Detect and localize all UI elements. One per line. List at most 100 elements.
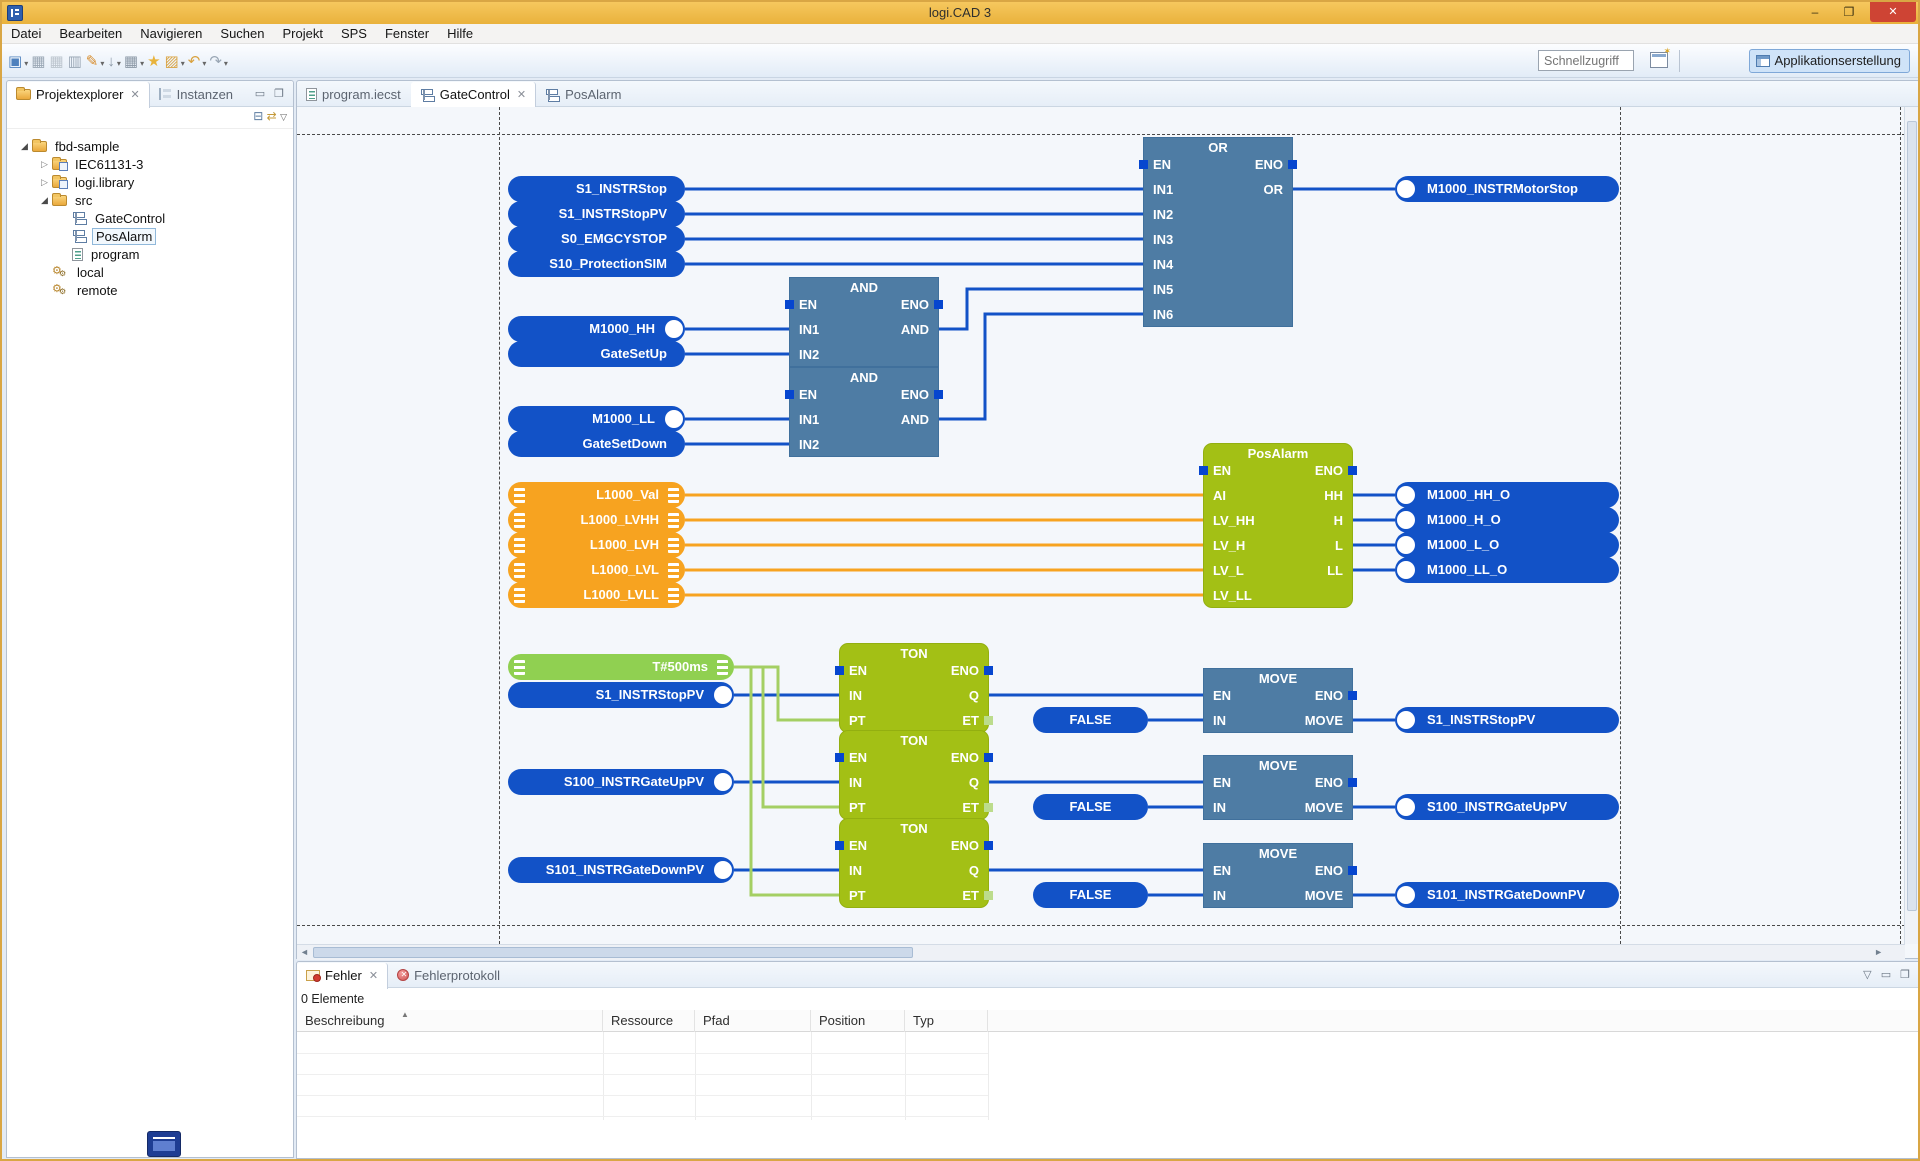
download-icon[interactable]: ↓ (107, 52, 115, 70)
expand-arrow-icon[interactable]: ▷ (41, 176, 48, 187)
scroll-right-icon[interactable]: ► (1874, 947, 1883, 957)
vertical-scrollbar[interactable] (1904, 107, 1918, 944)
editor-tab-gatecontrol[interactable]: GateControl✕ (410, 81, 537, 108)
fbd-variable-pill-l1000-lvll[interactable]: L1000_LVLL (508, 582, 685, 608)
vertical-scroll-thumb[interactable] (1907, 121, 1917, 911)
fbd-variable-pill-false[interactable]: FALSE (1033, 882, 1148, 908)
edit-icon-dropdown[interactable]: ▾ (100, 58, 105, 68)
expand-arrow-icon[interactable]: ◢ (41, 194, 48, 205)
forward-icon[interactable]: ↷ (209, 52, 222, 70)
back-icon-dropdown[interactable]: ▾ (202, 58, 207, 68)
save-icon[interactable]: ▦ (31, 52, 46, 70)
edit-icon[interactable]: ✎ (85, 52, 99, 70)
fbd-variable-pill-s1-instrstoppv[interactable]: S1_INSTRStopPV (1395, 707, 1619, 733)
view-menu-icon[interactable]: ▽ (280, 112, 287, 122)
maximize-button[interactable]: ❐ (1843, 5, 1855, 19)
close-tab-icon[interactable]: ✕ (516, 89, 527, 101)
editor-tab-posalarm[interactable]: PosAlarm (536, 82, 631, 108)
fbd-variable-pill-m1000-h-o[interactable]: M1000_H_O (1395, 507, 1619, 533)
new-wizard-icon[interactable]: ▣ (8, 52, 23, 70)
fbd-variable-pill-m1000-hh-o[interactable]: M1000_HH_O (1395, 482, 1619, 508)
tree-item-iec61131-3[interactable]: ▷IEC61131-3 (7, 155, 293, 173)
menu-item-hilfe[interactable]: Hilfe (447, 26, 474, 41)
fbd-variable-pill-s100-instrgateuppv[interactable]: S100_INSTRGateUpPV (508, 769, 734, 795)
save-all-icon[interactable]: ▦ (49, 52, 64, 70)
fbd-variable-pill-l1000-lvhh[interactable]: L1000_LVHH (508, 507, 685, 533)
horizontal-scrollbar[interactable]: ◄ ► (297, 944, 1905, 960)
fbd-variable-pill-s1-instrstoppv[interactable]: S1_INSTRStopPV (508, 201, 685, 227)
quick-access-input[interactable] (1538, 50, 1634, 71)
expand-arrow-icon[interactable]: ◢ (21, 140, 28, 151)
fbd-variable-pill-gatesetdown[interactable]: GateSetDown (508, 431, 685, 457)
forward-icon-dropdown[interactable]: ▾ (223, 58, 228, 68)
close-button[interactable]: ✕ (1870, 2, 1916, 22)
fbd-variable-pill-m1000-instrmotorstop[interactable]: M1000_INSTRMotorStop (1395, 176, 1619, 202)
fbd-variable-pill-s101-instrgatedownpv[interactable]: S101_INSTRGateDownPV (1395, 882, 1619, 908)
link-with-editor-icon[interactable]: ⇄ (266, 109, 277, 123)
minimized-tray-icon[interactable] (147, 1131, 181, 1157)
problems-tab-fehler[interactable]: Fehler✕ (297, 962, 389, 989)
column-header-position[interactable]: Position (811, 1010, 905, 1032)
matrix-icon-dropdown[interactable]: ▾ (140, 58, 145, 68)
menu-item-datei[interactable]: Datei (11, 26, 42, 41)
collapse-all-icon[interactable]: ⊟ (253, 109, 264, 123)
fbd-variable-pill-s1-instrstop[interactable]: S1_INSTRStop (508, 176, 685, 202)
close-tab-icon[interactable]: ✕ (130, 89, 140, 101)
open-perspective-icon[interactable] (1650, 46, 1671, 68)
expand-arrow-icon[interactable]: ▷ (41, 158, 48, 169)
menu-item-bearbeiten[interactable]: Bearbeiten (59, 26, 123, 41)
menu-item-sps[interactable]: SPS (340, 26, 367, 41)
fbd-variable-pill-m1000-hh[interactable]: M1000_HH (508, 316, 685, 342)
fbd-variable-pill-false[interactable]: FALSE (1033, 707, 1148, 733)
tree-item-remote[interactable]: remote (7, 281, 293, 299)
explorer-tab-instanzen[interactable]: Instanzen (150, 81, 243, 107)
column-header-typ[interactable]: Typ (905, 1010, 988, 1032)
fbd-variable-pill-l1000-lvl[interactable]: L1000_LVL (508, 557, 685, 583)
matrix-icon[interactable]: ▦ (123, 52, 139, 70)
scroll-left-icon[interactable]: ◄ (300, 947, 309, 957)
fbd-variable-pill-m1000-ll-o[interactable]: M1000_LL_O (1395, 557, 1619, 583)
tree-item-posalarm[interactable]: PosAlarm (7, 227, 293, 245)
fbd-variable-pill-false[interactable]: FALSE (1033, 794, 1148, 820)
tree-item-local[interactable]: local (7, 263, 293, 281)
horizontal-scroll-thumb[interactable] (313, 947, 913, 958)
problems-minmax-buttons[interactable]: ▽ ▭ ❐ (1863, 969, 1913, 981)
download-icon-dropdown[interactable]: ▾ (116, 58, 121, 68)
folder-set-icon-dropdown[interactable]: ▾ (180, 58, 185, 68)
fbd-variable-pill-m1000-ll[interactable]: M1000_LL (508, 406, 685, 432)
perspective-button-applikationserstellung[interactable]: Applikationserstellung (1748, 49, 1910, 73)
tree-item-fbd-sample[interactable]: ◢fbd-sample (7, 137, 293, 155)
folder-set-icon[interactable]: ▨ (164, 52, 179, 70)
close-tab-icon[interactable]: ✕ (368, 970, 379, 982)
fbd-variable-pill-gatesetup[interactable]: GateSetUp (508, 341, 685, 367)
editor-tab-program-iecst[interactable]: program.iecst (297, 81, 411, 107)
new-element-icon[interactable]: ★ (147, 52, 161, 70)
fbd-variable-pill-l1000-lvh[interactable]: L1000_LVH (508, 532, 685, 558)
column-header-ressource[interactable]: Ressource (603, 1010, 695, 1032)
fbd-variable-pill-s10-protectionsim[interactable]: S10_ProtectionSIM (508, 251, 685, 277)
problems-tab-fehlerprotokoll[interactable]: Fehlerprotokoll (388, 962, 510, 988)
menu-item-suchen[interactable]: Suchen (220, 26, 265, 41)
print-icon[interactable]: ▥ (67, 52, 82, 70)
tree-item-gatecontrol[interactable]: GateControl (7, 209, 293, 227)
tree-item-logi-library[interactable]: ▷logi.library (7, 173, 293, 191)
fbd-variable-pill-s0-emgcystop[interactable]: S0_EMGCYSTOP (508, 226, 685, 252)
fbd-variable-pill-m1000-l-o[interactable]: M1000_L_O (1395, 532, 1619, 558)
tree-item-src[interactable]: ◢src (7, 191, 293, 209)
fbd-variable-pill-t-500ms[interactable]: T#500ms (508, 654, 734, 680)
new-wizard-icon-dropdown[interactable]: ▾ (24, 58, 29, 68)
column-header-pfad[interactable]: Pfad (695, 1010, 811, 1032)
menu-item-projekt[interactable]: Projekt (282, 26, 323, 41)
minimize-button[interactable]: – (1811, 5, 1819, 19)
